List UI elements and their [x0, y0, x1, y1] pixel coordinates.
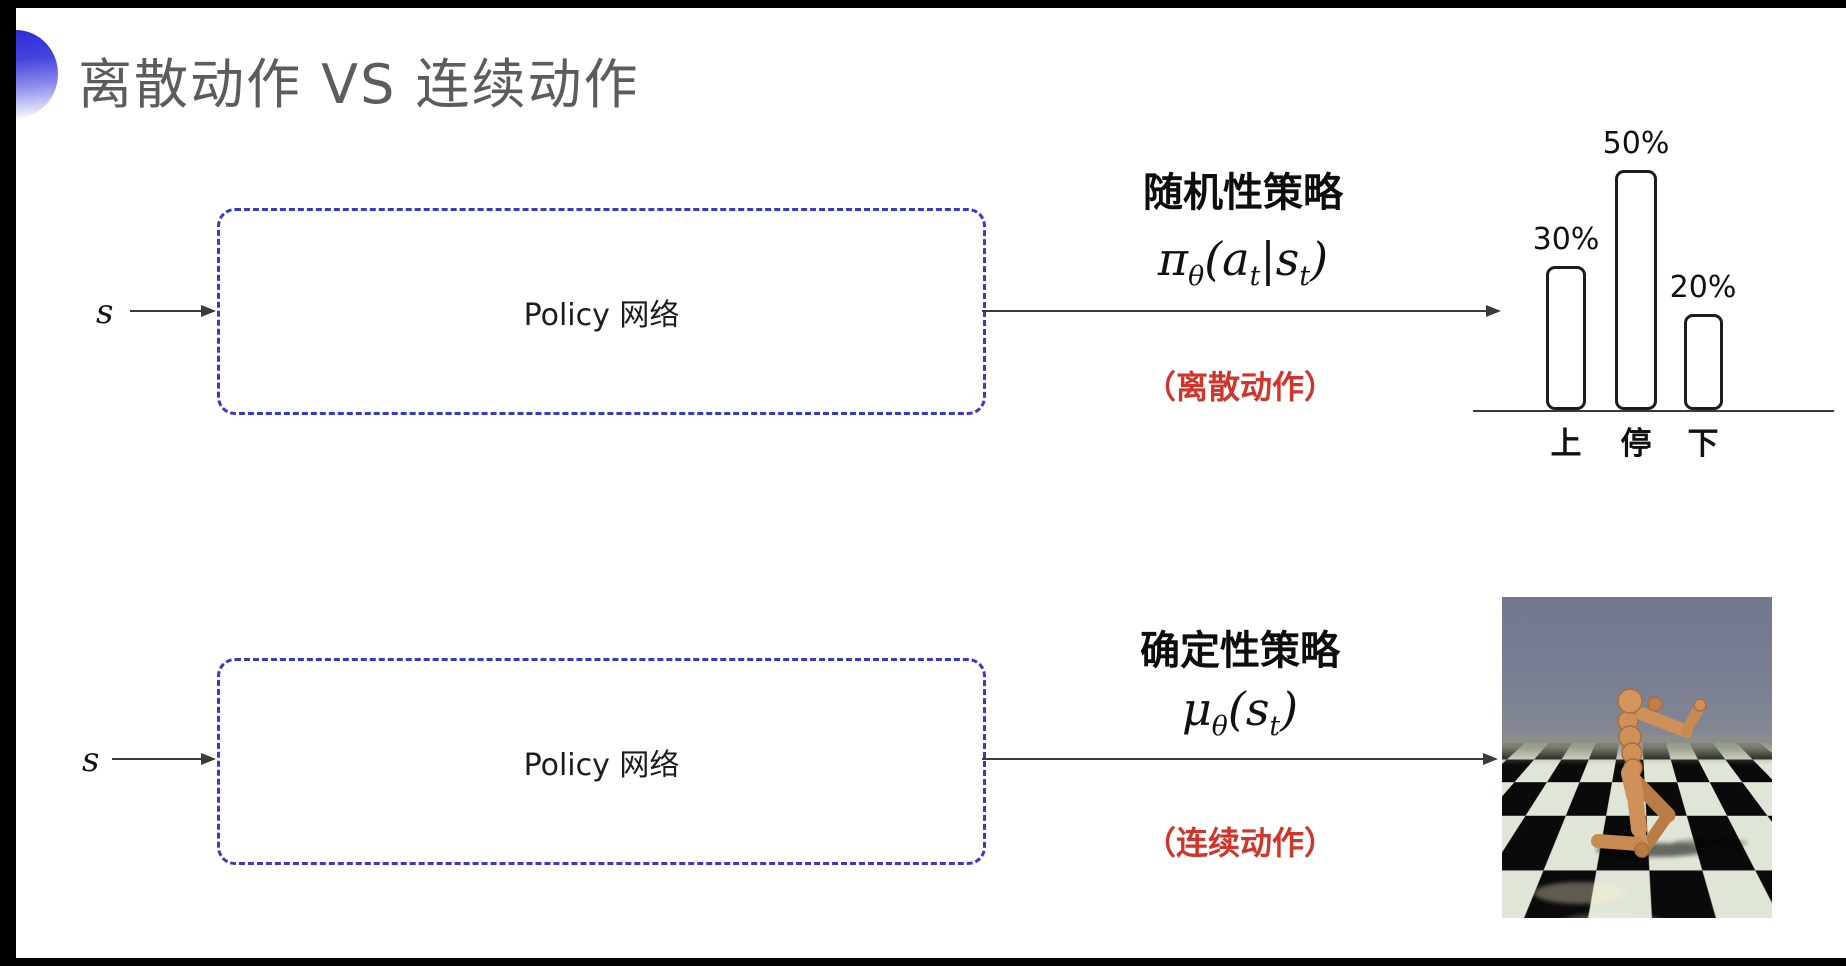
bar-category-label: 停: [1620, 426, 1652, 462]
action-bar-chart: 30% 上 50% 停 20% 下: [1473, 100, 1834, 470]
humanoid-robot-figure: [1534, 688, 1748, 918]
output-arrow: [982, 304, 1501, 317]
input-state-label: s: [82, 740, 100, 780]
bar-value-label: 30%: [1532, 222, 1600, 257]
action-type-annotation: （连续动作）: [1143, 824, 1337, 862]
title-bullet-icon: [16, 30, 58, 118]
bar: [1683, 314, 1723, 410]
policy-formula: μθ(st): [1181, 682, 1299, 743]
bar: [1615, 170, 1657, 410]
letterbox-top: [0, 0, 1846, 8]
chart-baseline: [1473, 410, 1834, 412]
bar-value-label: 50%: [1602, 126, 1670, 161]
humanoid-sim-image: [1502, 597, 1772, 918]
output-arrow: [982, 752, 1498, 765]
bar-category-label: 上: [1550, 426, 1582, 462]
input-arrow: [112, 752, 216, 765]
bar-value-label: 20%: [1669, 270, 1737, 305]
input-state-label: s: [96, 292, 114, 332]
policy-box-label: Policy 网络: [523, 747, 680, 783]
policy-formula: πθ(at|st): [1157, 232, 1329, 293]
policy-network-box: Policy 网络: [217, 208, 986, 415]
policy-type-label: 确定性策略: [1140, 628, 1340, 674]
policy-type-label: 随机性策略: [1143, 170, 1343, 216]
policy-box-label: Policy 网络: [523, 297, 680, 333]
bar-category-label: 下: [1687, 426, 1719, 462]
bar: [1546, 266, 1586, 410]
policy-network-box: Policy 网络: [217, 658, 986, 865]
action-type-annotation: （离散动作）: [1143, 368, 1337, 406]
letterbox-bottom: [0, 958, 1846, 966]
input-arrow: [130, 304, 216, 317]
slide-title: 离散动作 VS 连续动作: [78, 53, 640, 116]
letterbox-left: [0, 0, 16, 966]
